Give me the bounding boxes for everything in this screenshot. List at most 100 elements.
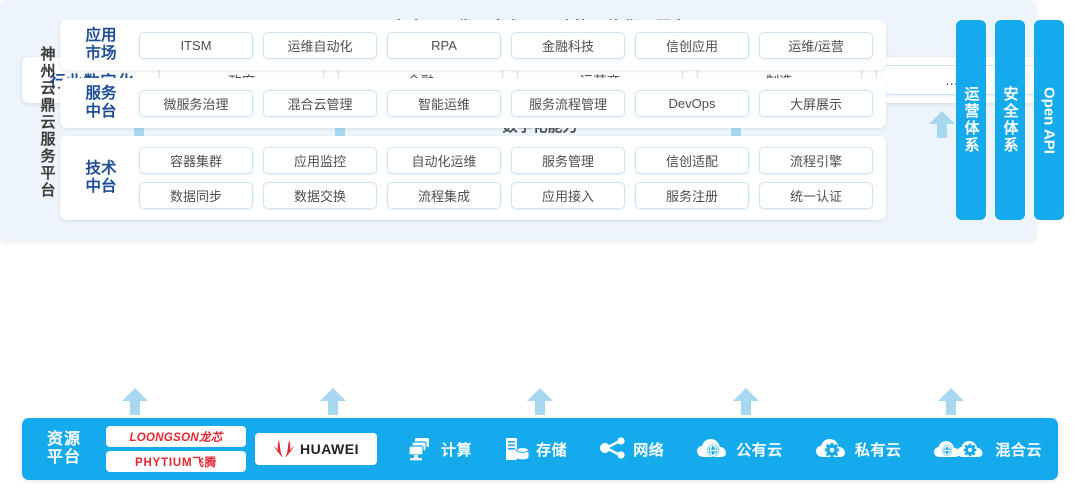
- band-rows: 容器集群 应用监控 自动化运维 服务管理 信创适配 流程引擎 数据同步 数据交换…: [134, 143, 878, 213]
- vbar-operation-system[interactable]: 运营体系: [956, 20, 986, 220]
- resource-item-hybrid-cloud[interactable]: 混合云: [933, 437, 1042, 461]
- band-technology-middle-platform: 技术 中台 容器集群 应用监控 自动化运维 服务管理 信创适配 流程引擎 数据同…: [60, 136, 886, 220]
- band-label-line2: 中台: [85, 178, 117, 195]
- arrow-stem: [535, 399, 545, 415]
- up-arrow-icon-4: [938, 388, 964, 415]
- cell-hybrid-cloud-mgmt[interactable]: 混合云管理: [263, 89, 377, 117]
- core-platform-panel: 神州云鼎云服务平台 应用 市场 ITSM 运维自动化 RPA 金融科技 信创应用…: [0, 0, 1064, 242]
- cell-data-sync[interactable]: 数据同步: [139, 182, 253, 209]
- resource-label-line1: 资源: [46, 430, 81, 448]
- arrow-head-icon: [929, 111, 955, 124]
- up-arrow-icon-0: [122, 388, 148, 415]
- resource-item-label: 网络: [633, 441, 665, 459]
- compute-icon: [408, 438, 430, 461]
- private-cloud-icon: [815, 439, 845, 458]
- band-line: 微服务治理 混合云管理 智能运维 服务流程管理 DevOps 大屏展示: [134, 86, 878, 121]
- cell-fintech[interactable]: 金融科技: [511, 31, 625, 59]
- resource-item-network[interactable]: 网络: [599, 436, 664, 462]
- resource-platform-bar: 资源 平台 LOONGSON龙芯 PHYTIUM飞腾 HUAWEI: [22, 418, 1058, 480]
- arrow-stem: [731, 122, 741, 138]
- cell-ops-automation[interactable]: 运维自动化: [263, 31, 377, 59]
- core-band-container: 应用 市场 ITSM 运维自动化 RPA 金融科技 信创应用 运维/运营: [60, 12, 886, 230]
- band-line: 数据同步 数据交换 流程集成 应用接入 服务注册 统一认证: [134, 178, 878, 213]
- cell-rpa[interactable]: RPA: [387, 31, 501, 59]
- cell-process-engine[interactable]: 流程引擎: [759, 147, 873, 174]
- arrow-head-icon: [733, 388, 759, 401]
- arrow-head-icon: [320, 388, 346, 401]
- resource-item-label: 存储: [536, 441, 568, 459]
- cell-xinchuang-app[interactable]: 信创应用: [635, 31, 749, 59]
- arrow-stem: [328, 399, 338, 415]
- cell-service-registry[interactable]: 服务注册: [635, 182, 749, 209]
- up-arrow-icon-3: [929, 111, 955, 138]
- loongson-logo: LOONGSON龙芯: [106, 426, 246, 447]
- up-arrow-icon-3: [733, 388, 759, 415]
- resource-platform-label: 资源 平台: [22, 431, 106, 468]
- resource-item-label: 计算: [441, 441, 473, 459]
- arrow-head-icon: [122, 388, 148, 401]
- arrow-stem: [335, 122, 345, 138]
- cell-intelligent-ops[interactable]: 智能运维: [387, 89, 501, 117]
- band-label-service-middle-platform: 服务 中台: [68, 85, 134, 122]
- cell-unified-auth[interactable]: 统一认证: [759, 182, 873, 209]
- resource-item-compute[interactable]: 计算: [407, 436, 472, 462]
- cell-app-monitoring[interactable]: 应用监控: [263, 147, 377, 174]
- band-service-middle-platform: 服务 中台 微服务治理 混合云管理 智能运维 服务流程管理 DevOps 大屏展…: [60, 78, 886, 128]
- band-label-line2: 市场: [85, 45, 117, 62]
- huawei-flower-icon: [274, 440, 294, 457]
- band-rows: 微服务治理 混合云管理 智能运维 服务流程管理 DevOps 大屏展示: [134, 86, 878, 121]
- network-icon: [600, 437, 625, 459]
- band-label-application-market: 应用 市场: [68, 27, 134, 64]
- public-cloud-icon: [697, 439, 727, 457]
- band-label-line1: 服务: [85, 84, 117, 102]
- huawei-wordmark: HUAWEI: [300, 441, 359, 457]
- arrow-stem: [130, 399, 140, 415]
- resource-item-public-cloud[interactable]: 公有云: [696, 437, 783, 461]
- cell-app-access[interactable]: 应用接入: [511, 182, 625, 209]
- up-arrow-icon-1: [320, 388, 346, 415]
- cell-data-exchange[interactable]: 数据交换: [263, 182, 377, 209]
- vbar-open-api[interactable]: Open API: [1034, 20, 1064, 220]
- cell-service-mgmt[interactable]: 服务管理: [511, 147, 625, 174]
- arrow-stem: [946, 399, 956, 415]
- resource-item-label: 私有云: [854, 441, 902, 459]
- storage-icon: [506, 438, 530, 460]
- arrow-stem: [741, 399, 751, 415]
- cell-xinchuang-adaptation[interactable]: 信创适配: [635, 147, 749, 174]
- cell-process-integration[interactable]: 流程集成: [387, 182, 501, 209]
- hybrid-cloud-icon: [934, 441, 983, 457]
- resource-item-storage[interactable]: 存储: [504, 436, 567, 462]
- band-rows: ITSM 运维自动化 RPA 金融科技 信创应用 运维/运营: [134, 28, 878, 63]
- arrow-head-icon: [938, 388, 964, 401]
- cell-itsm[interactable]: ITSM: [139, 31, 253, 59]
- huawei-logo: HUAWEI: [255, 433, 377, 465]
- cell-service-process-mgmt[interactable]: 服务流程管理: [511, 89, 625, 117]
- resource-item-label: 公有云: [736, 441, 783, 459]
- cell-ops-operation[interactable]: 运维/运营: [759, 31, 873, 59]
- core-platform-vertical-label: 神州云鼎云服务平台: [38, 45, 56, 199]
- cpu-logo-stack: LOONGSON龙芯 PHYTIUM飞腾: [106, 426, 246, 472]
- cell-devops[interactable]: DevOps: [635, 89, 749, 117]
- arrow-stem: [937, 122, 947, 138]
- resource-item-private-cloud[interactable]: 私有云: [815, 437, 902, 461]
- phytium-logo: PHYTIUM飞腾: [106, 451, 246, 472]
- resource-item-label: 混合云: [995, 441, 1042, 459]
- band-label-line2: 中台: [85, 103, 117, 120]
- band-label-line1: 技术: [85, 159, 117, 177]
- cell-automated-ops[interactable]: 自动化运维: [387, 147, 501, 174]
- band-line: 容器集群 应用监控 自动化运维 服务管理 信创适配 流程引擎: [134, 143, 878, 178]
- vbar-security-system[interactable]: 安全体系: [995, 20, 1025, 220]
- band-line: ITSM 运维自动化 RPA 金融科技 信创应用 运维/运营: [134, 28, 878, 63]
- cell-container-cluster[interactable]: 容器集群: [139, 147, 253, 174]
- arrow-stem: [134, 122, 144, 138]
- cell-big-screen-display[interactable]: 大屏展示: [759, 89, 873, 117]
- band-label-line1: 应用: [85, 26, 117, 44]
- resource-label-line2: 平台: [46, 449, 81, 466]
- band-application-market: 应用 市场 ITSM 运维自动化 RPA 金融科技 信创应用 运维/运营: [60, 20, 886, 70]
- band-label-technology-middle-platform: 技术 中台: [68, 160, 134, 197]
- arrow-head-icon: [527, 388, 553, 401]
- cell-microservice-governance[interactable]: 微服务治理: [139, 89, 253, 117]
- resource-item-group: 计算 存储: [377, 436, 1058, 462]
- up-arrow-icon-2: [527, 388, 553, 415]
